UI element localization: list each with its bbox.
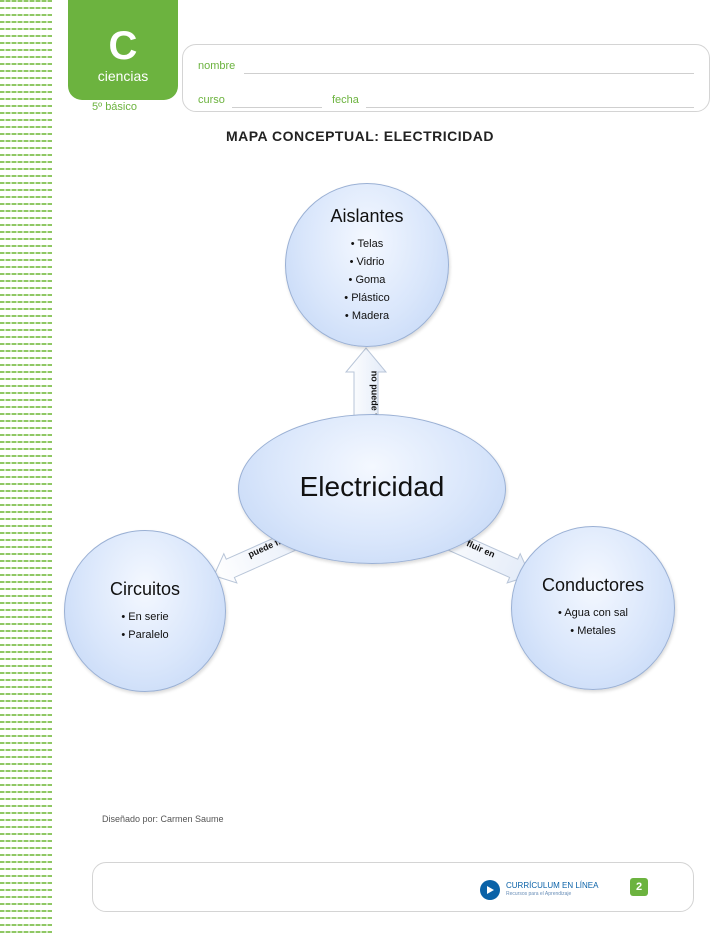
node-aislantes: Aislantes Telas Vidrio Goma Plástico Mad… (285, 183, 449, 347)
logo-subtitle: Recursos para el Aprendizaje (506, 891, 572, 897)
node-aislantes-list: Telas Vidrio Goma Plástico Madera (286, 235, 448, 325)
name-label: nombre (198, 60, 236, 72)
list-item: En serie (65, 608, 225, 626)
node-conductores-list: Agua con sal Metales (512, 604, 674, 640)
curriculum-logo[interactable]: CURRÍCULUM EN LÍNEA Recursos para el Apr… (480, 880, 598, 900)
student-info-box (182, 44, 710, 112)
node-circuitos-title: Circuitos (109, 579, 180, 599)
date-line[interactable] (366, 107, 694, 108)
list-item: Madera (286, 307, 448, 325)
node-circuitos: Circuitos En serie Paralelo (64, 530, 226, 692)
date-label: fecha (332, 94, 359, 106)
binding-strip-overlay (0, 0, 52, 933)
list-item: Paralelo (65, 626, 225, 644)
page-number: 2 (630, 878, 648, 896)
list-item: Plástico (286, 289, 448, 307)
list-item: Vidrio (286, 253, 448, 271)
subject-tab: C ciencias (68, 0, 178, 100)
subject-letter: C (108, 24, 138, 68)
name-line[interactable] (244, 73, 694, 74)
logo-text: CURRÍCULUM EN LÍNEA Recursos para el Apr… (506, 881, 598, 899)
node-conductores-title: Conductores (541, 575, 645, 595)
footer-box (92, 862, 694, 912)
author-credit: Diseñado por: Carmen Saume (102, 814, 224, 824)
logo-title: CURRÍCULUM EN LÍNEA (506, 881, 599, 890)
list-item: Metales (512, 622, 674, 640)
play-icon (480, 880, 500, 900)
course-line[interactable] (232, 107, 322, 108)
list-item: Telas (286, 235, 448, 253)
node-aislantes-title: Aislantes (330, 206, 404, 226)
node-conductores: Conductores Agua con sal Metales (511, 526, 675, 690)
grade-label: 5º básico (92, 101, 137, 113)
list-item: Agua con sal (512, 604, 674, 622)
list-item: Goma (286, 271, 448, 289)
node-electricidad: Electricidad (238, 414, 506, 564)
page-title: MAPA CONCEPTUAL: ELECTRICIDAD (225, 128, 495, 144)
subject-name: ciencias (97, 68, 149, 84)
node-electricidad-title: Electricidad (299, 471, 445, 502)
node-circuitos-list: En serie Paralelo (65, 608, 225, 644)
course-label: curso (198, 94, 225, 106)
